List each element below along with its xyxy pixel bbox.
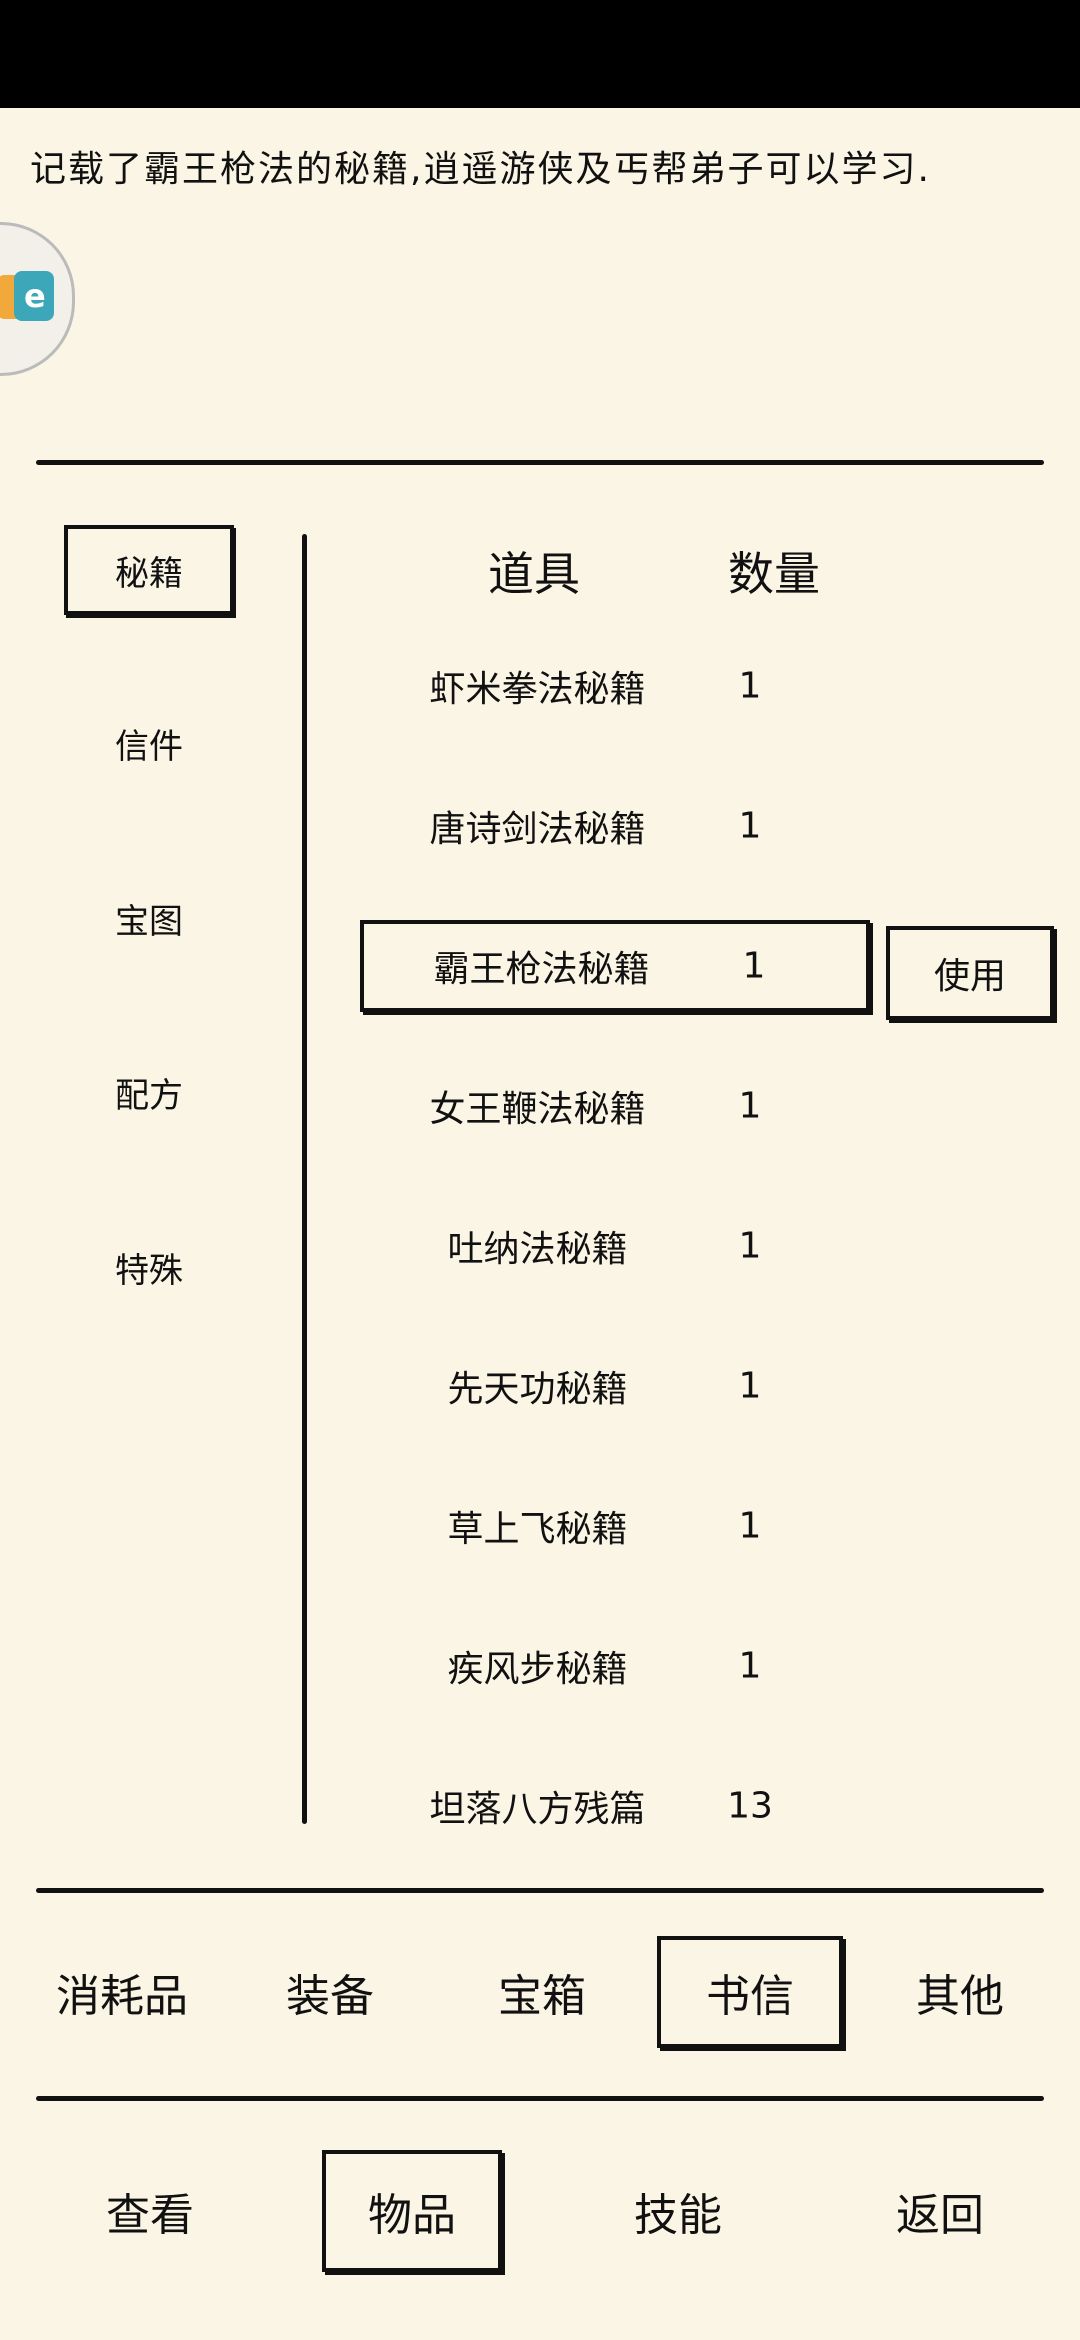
category-4[interactable]: 特殊 [115, 1250, 183, 1291]
main-tab-1[interactable]: 物品 [322, 2150, 502, 2272]
divider-bottom [36, 2096, 1044, 2101]
item-tab-1[interactable]: 装备 [286, 1971, 374, 2022]
item-tab-0[interactable]: 消耗品 [56, 1971, 188, 2022]
item-tab-3[interactable]: 书信 [657, 1936, 843, 2048]
item-tab-2[interactable]: 宝箱 [498, 1971, 586, 2022]
item-name: 虾米拳法秘籍 [429, 669, 646, 710]
divider-middle [36, 1888, 1044, 1893]
category-0[interactable]: 秘籍 [64, 525, 234, 615]
item-name: 草上飞秘籍 [447, 1509, 628, 1550]
item-name: 坦落八方残篇 [429, 1789, 646, 1830]
divider-top [36, 460, 1044, 465]
divider-vertical [302, 534, 307, 1824]
assistant-logo-icon: e [14, 271, 54, 321]
item-name: 吐纳法秘籍 [447, 1229, 628, 1270]
column-header-count: 数量 [728, 547, 820, 601]
main-tab-3[interactable]: 返回 [896, 2190, 984, 2241]
main-tab-2[interactable]: 技能 [634, 2190, 722, 2241]
main-tab-0[interactable]: 查看 [106, 2190, 194, 2241]
item-name: 女王鞭法秘籍 [429, 1089, 646, 1130]
item-name: 疾风步秘籍 [447, 1649, 628, 1690]
column-header-item: 道具 [488, 547, 580, 601]
category-2[interactable]: 宝图 [115, 901, 183, 942]
use-button[interactable]: 使用 [886, 926, 1054, 1020]
item-name: 先天功秘籍 [447, 1369, 628, 1410]
item-tab-4[interactable]: 其他 [916, 1971, 1004, 2022]
item-name: 唐诗剑法秘籍 [429, 809, 646, 850]
item-description: 记载了霸王枪法的秘籍,逍遥游侠及丐帮弟子可以学习. [30, 149, 931, 190]
category-1[interactable]: 信件 [115, 726, 183, 767]
category-3[interactable]: 配方 [115, 1075, 183, 1116]
status-bar [0, 0, 1080, 108]
item-name: 霸王枪法秘籍 [433, 949, 650, 990]
